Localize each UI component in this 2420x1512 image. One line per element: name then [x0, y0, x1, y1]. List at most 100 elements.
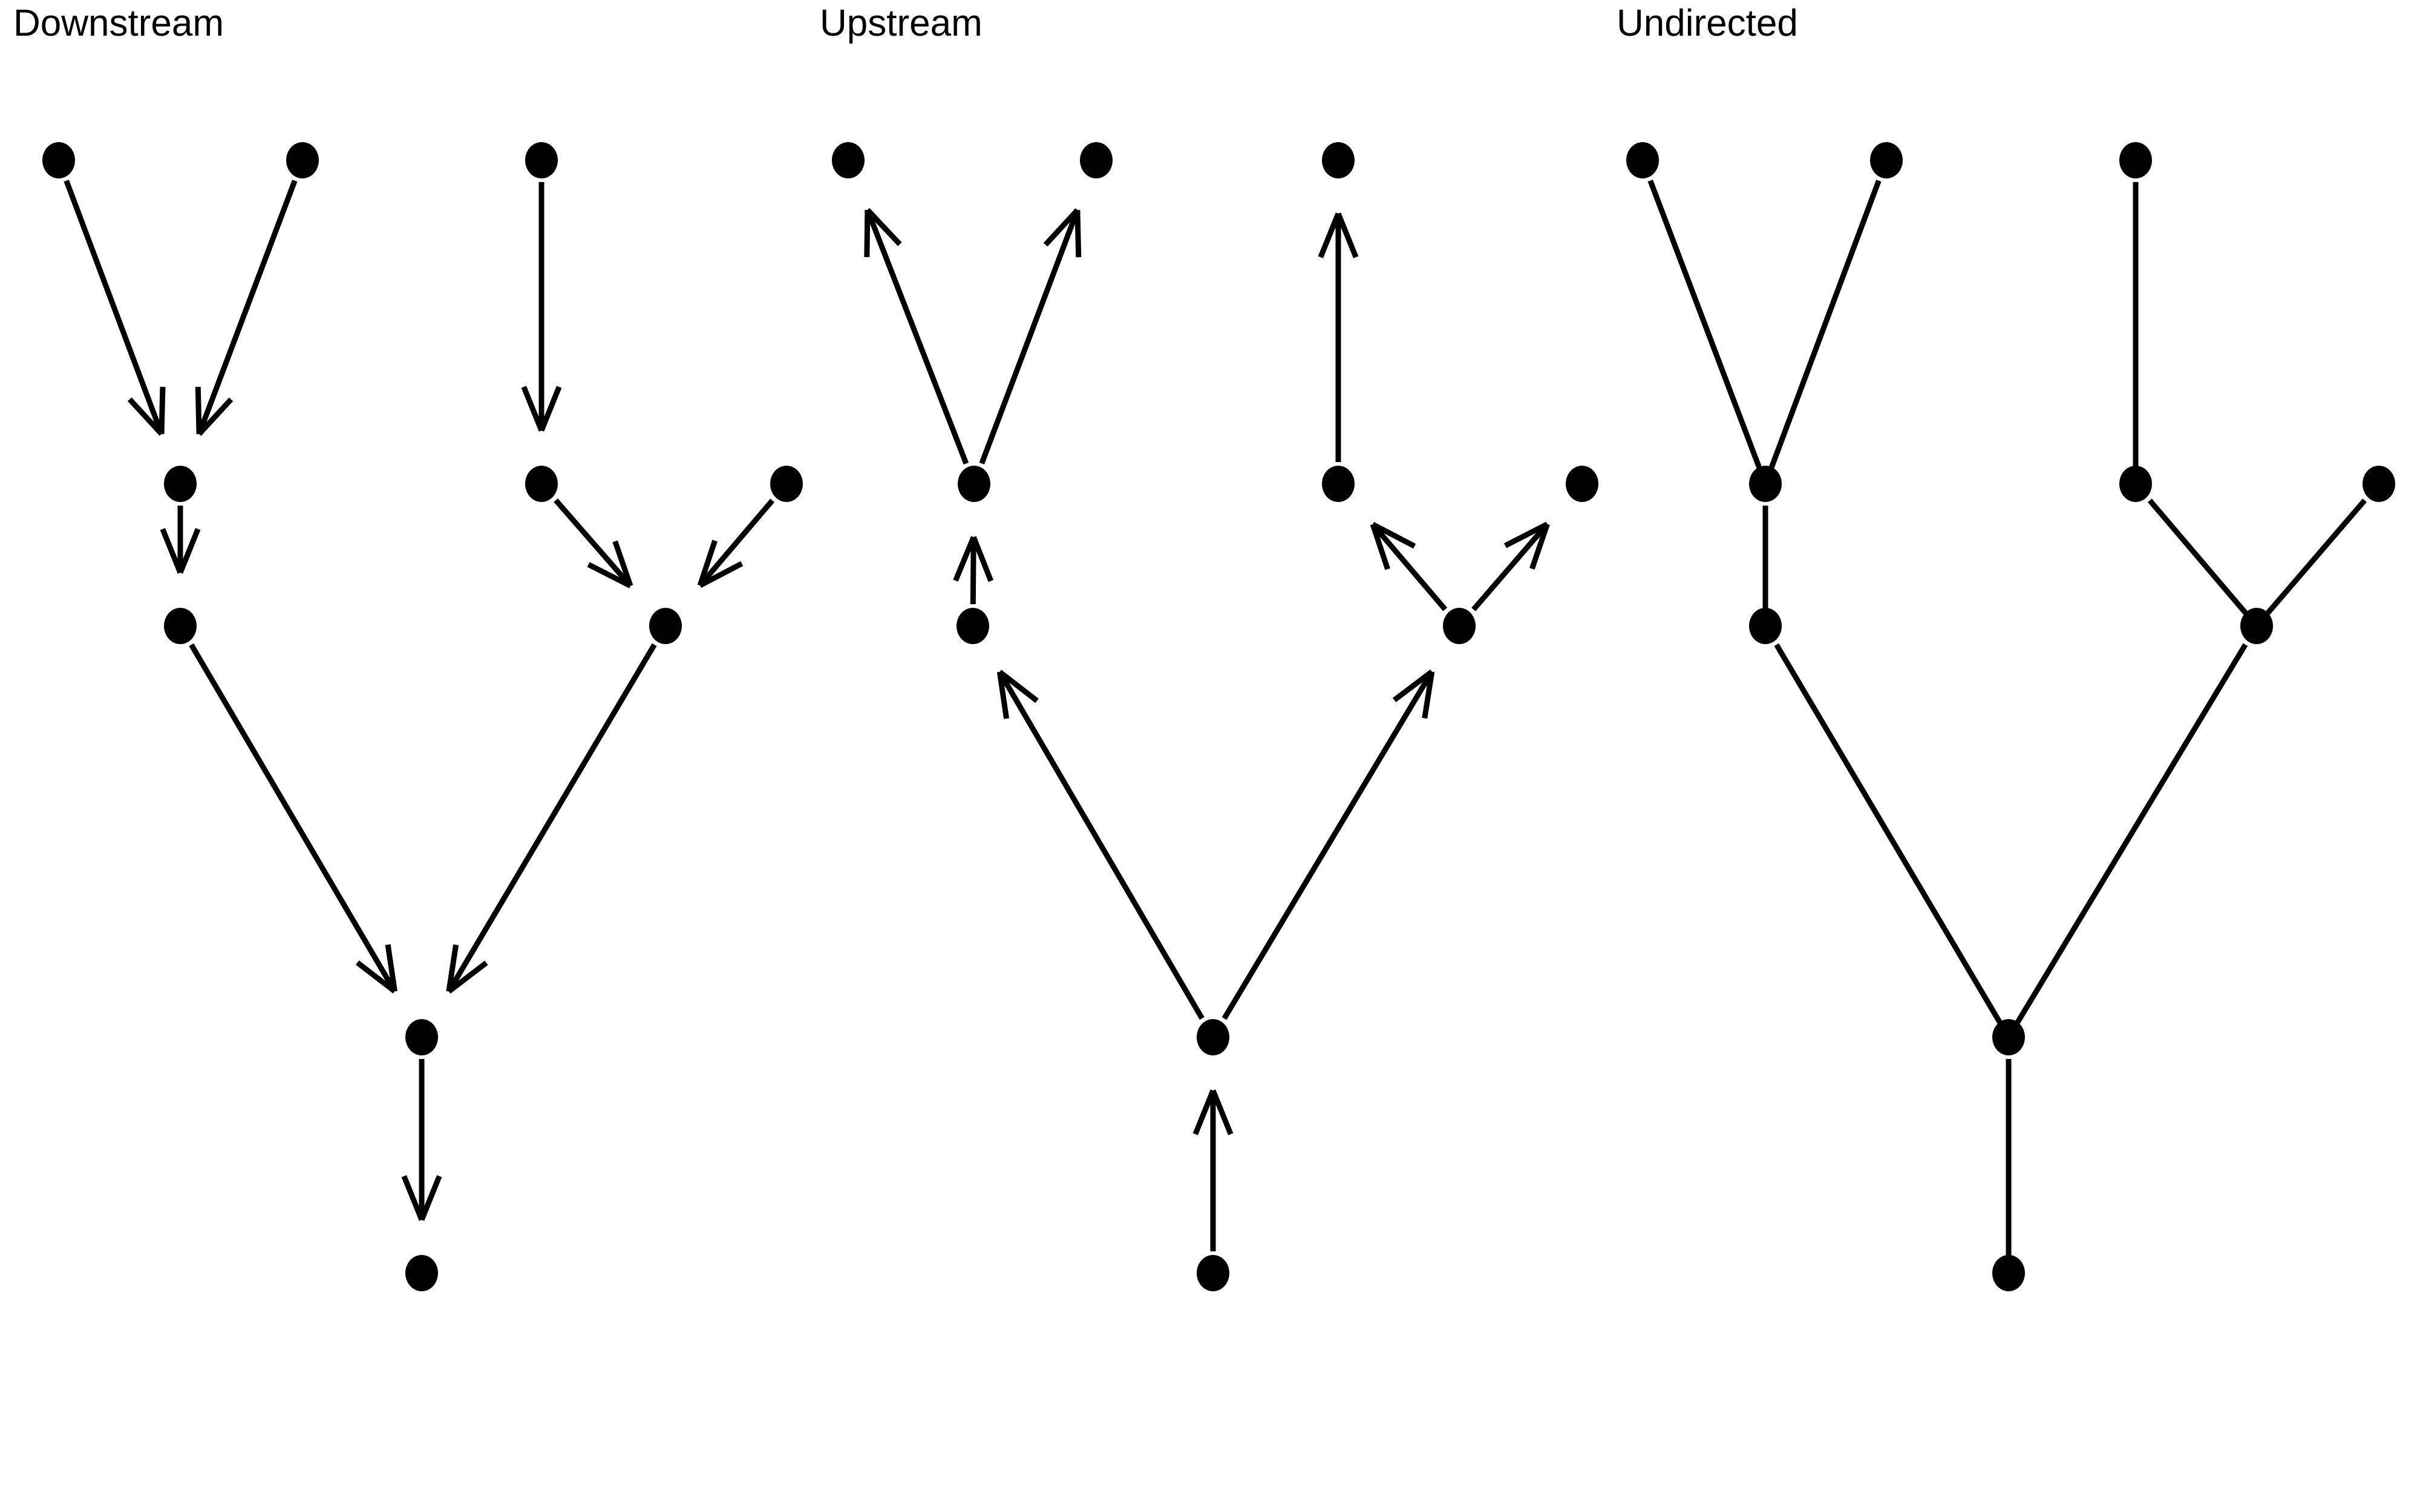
graph-node-d6[interactable]	[525, 466, 558, 502]
arrowhead-barb-1	[521, 385, 544, 432]
graph-node-d3[interactable]	[164, 466, 197, 502]
graph-node-d7[interactable]	[770, 466, 803, 502]
graph-node-u10[interactable]	[1197, 1255, 1229, 1291]
edge-u6-to-u5	[1318, 212, 1359, 462]
edge-line	[997, 670, 1205, 1020]
edge-line	[865, 209, 969, 465]
arrowhead-barb-1	[971, 536, 994, 582]
edge-u9-to-u4	[996, 670, 1205, 1020]
graph-node-u7[interactable]	[1566, 466, 1598, 502]
panel-title-upstream: Upstream	[820, 2, 983, 44]
graph-node-u4[interactable]	[957, 608, 989, 644]
graph-node-d8[interactable]	[649, 608, 682, 644]
graph-node-d9[interactable]	[405, 1019, 438, 1055]
arrowhead-barb-2	[864, 209, 871, 258]
arrowhead-barb-1	[160, 527, 183, 574]
graph-node-u8[interactable]	[1443, 608, 1476, 644]
edge-d2-to-d3	[195, 180, 298, 436]
edge-n2-to-n3	[1768, 180, 1882, 472]
edge-u8-to-u6	[1370, 522, 1448, 611]
arrowhead-barb-1	[127, 397, 164, 436]
edge-d9-to-d10	[401, 1059, 442, 1221]
panel-title-undirected: Undirected	[1617, 2, 1798, 44]
graph-node-u6[interactable]	[1322, 466, 1355, 502]
graph-node-d2[interactable]	[286, 142, 319, 178]
edge-line	[554, 498, 633, 588]
graph-node-u2[interactable]	[1080, 142, 1113, 178]
edge-u3-to-u2	[979, 208, 1082, 464]
edge-line	[196, 180, 298, 435]
arrowhead-barb-1	[1529, 523, 1550, 570]
edge-line	[979, 209, 1081, 464]
arrowhead-barb-2	[996, 671, 1010, 719]
edge-d7-to-d8	[697, 498, 775, 588]
graph-node-n2[interactable]	[1870, 142, 1903, 178]
graph-node-n7[interactable]	[2363, 466, 2395, 502]
edge-line	[1774, 643, 2004, 1026]
graph-node-u5[interactable]	[1322, 142, 1355, 178]
arrowhead-barb-2	[159, 386, 166, 434]
graph-node-u9[interactable]	[1197, 1019, 1229, 1055]
edge-n7-to-n8	[2264, 498, 2367, 617]
edge-d5-to-d6	[521, 182, 562, 432]
edge-line	[698, 498, 775, 587]
edge-line	[1647, 180, 1763, 472]
arrowhead-barb-1	[697, 539, 718, 587]
graph-node-n10[interactable]	[1992, 1255, 2025, 1291]
edge-d8-to-d9	[446, 643, 657, 994]
graph-node-n8[interactable]	[2240, 608, 2273, 644]
edge-line	[1768, 180, 1882, 472]
arrowhead-barb-2	[1392, 669, 1434, 703]
arrowhead-barb-1	[355, 960, 397, 994]
edge-n1-to-n3	[1647, 180, 1763, 472]
arrowhead-barb-1	[1210, 1089, 1234, 1136]
panel-title-downstream: Downstream	[13, 2, 224, 44]
arrowhead-barb-2	[1504, 521, 1549, 549]
arrowhead-barb-2	[1370, 523, 1390, 570]
graph-node-n6[interactable]	[2119, 466, 2152, 502]
arrowhead-barb-2	[447, 960, 488, 994]
arrowhead-barb-1	[1335, 212, 1359, 259]
graph-node-d5[interactable]	[525, 142, 558, 178]
graph-node-d4[interactable]	[164, 608, 197, 644]
arrowhead-barb-1	[998, 670, 1039, 703]
graph-node-n5[interactable]	[2119, 142, 2152, 178]
edge-d3-to-d4	[160, 506, 201, 574]
arrowhead-barb-1	[1074, 210, 1082, 258]
arrowhead-barb-2	[612, 540, 633, 587]
graph-undirected	[1626, 142, 2395, 1291]
arrowhead-barb-1	[195, 386, 202, 434]
graph-downstream	[42, 142, 803, 1291]
arrowhead-barb-2	[1318, 212, 1341, 259]
graph-node-n4[interactable]	[1749, 608, 1782, 644]
arrowhead-barb-2	[1043, 208, 1080, 247]
edge-line	[446, 643, 657, 993]
arrowhead-barb-2	[698, 561, 744, 588]
arrowhead-barb-1	[587, 562, 632, 588]
edge-line	[1221, 670, 1434, 1020]
edge-n8-to-n9	[2013, 643, 2248, 1026]
graph-node-u3[interactable]	[958, 466, 990, 502]
arrowhead-barb-1	[865, 207, 902, 246]
edge-u4-to-u3	[953, 536, 994, 605]
edge-line	[1370, 523, 1448, 611]
graph-node-d10[interactable]	[405, 1255, 438, 1291]
arrowhead-barb-1	[1422, 671, 1435, 719]
graph-node-d1[interactable]	[42, 142, 75, 178]
arrowhead-barb-1	[1371, 522, 1416, 549]
graph-upstream	[832, 142, 1598, 1291]
edge-line	[189, 643, 397, 993]
graph-node-n1[interactable]	[1626, 142, 1659, 178]
graph-node-n3[interactable]	[1749, 466, 1782, 502]
edge-line	[1471, 522, 1549, 611]
arrowhead-barb-1	[401, 1175, 425, 1221]
arrowhead-barb-2	[1192, 1089, 1216, 1136]
arrowhead-barb-2	[177, 527, 201, 574]
edge-d4-to-d9	[189, 643, 397, 994]
edge-line	[2264, 498, 2367, 617]
graph-node-n9[interactable]	[1992, 1019, 2025, 1055]
graph-node-u1[interactable]	[832, 142, 865, 178]
edge-n6-to-n8	[2147, 498, 2249, 617]
